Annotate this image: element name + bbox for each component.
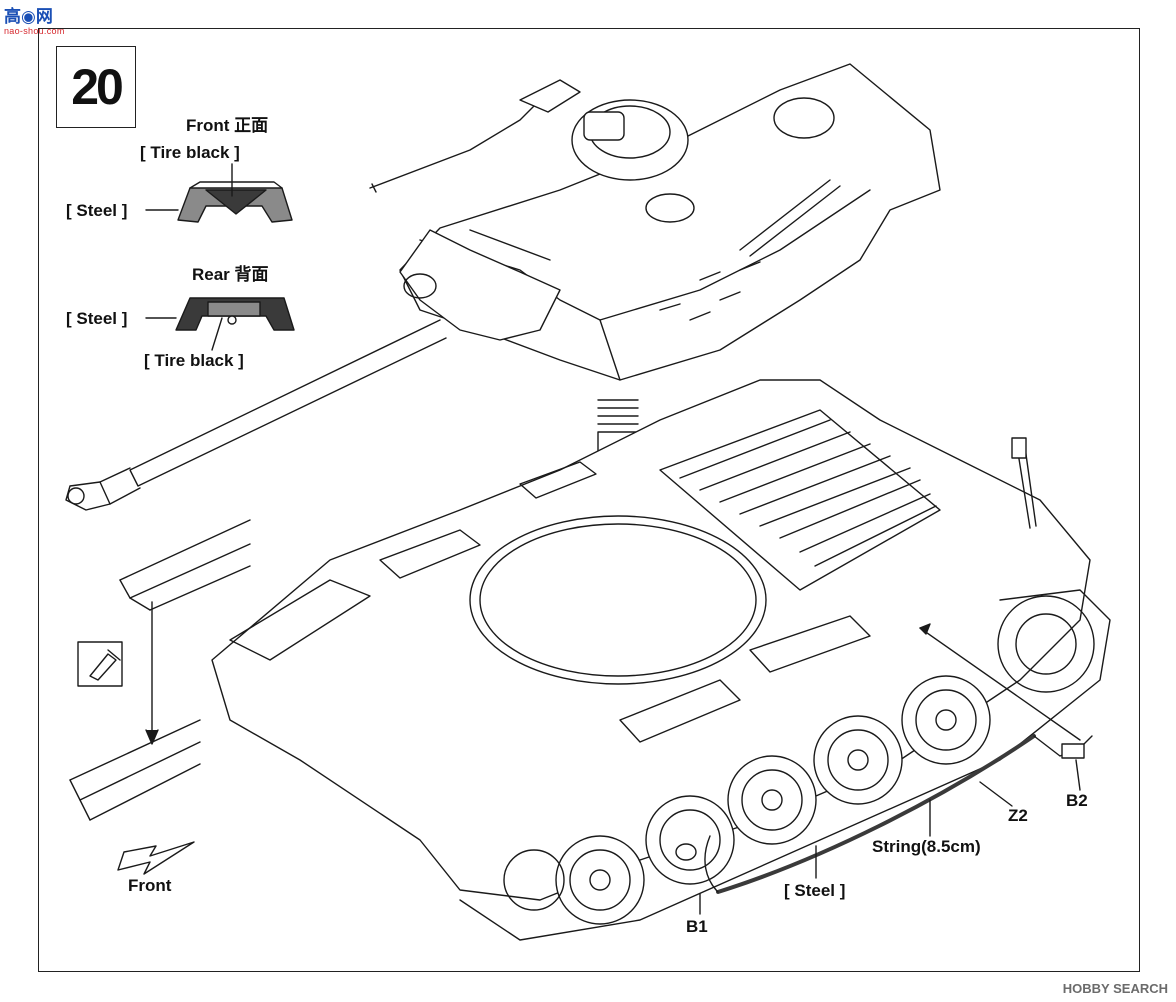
leader-line [211,317,223,351]
part-z2-label: Z2 [1008,806,1028,825]
front-direction-label: Front [128,876,172,895]
part-b1-label: B1 [686,917,708,936]
track-link-front-icon [177,181,293,223]
hobby-search-watermark: HOBBY SEARCH [1062,981,1168,996]
hull-drawing [211,379,1111,941]
rear-steel-label: [ Steel ] [66,309,128,328]
site-logo: 高◉网 [4,7,53,26]
track-run-icon [69,519,251,821]
front-steel-label: [ Steel ] [66,201,128,220]
leader-line [1075,759,1081,791]
front-tire-label: [ Tire black ] [140,143,240,162]
track-link-rear-icon [175,297,295,331]
site-url: nao-shou.com [4,26,65,36]
part-b2-label: B2 [1066,791,1088,810]
rear-face-label: Rear 背面 [192,265,269,284]
front-arrow-icon [117,841,195,875]
rear-tire-label: [ Tire black ] [144,351,244,370]
front-face-label: Front 正面 [186,116,269,135]
step-number: 20 [56,46,136,128]
leader-line [919,627,1081,741]
cable-steel-label: [ Steel ] [784,881,846,900]
glue-icon [77,641,123,687]
turret-drawing [65,63,941,511]
instruction-frame [38,28,1140,972]
arrow-head [919,623,931,635]
leader-line [979,781,1013,807]
tow-cable-icon [675,734,1093,894]
string-length-label: String(8.5cm) [872,837,981,856]
